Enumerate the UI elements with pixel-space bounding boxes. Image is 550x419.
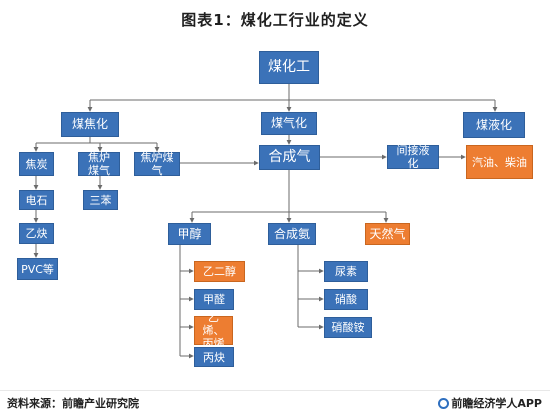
node-ethylene-glycol: 乙二醇 (194, 261, 245, 282)
node-ammonium-nitrate: 硝酸铵 (324, 317, 372, 338)
source-note: 资料来源：前瞻产业研究院 (7, 397, 139, 410)
node-nitric-acid: 硝酸 (324, 289, 368, 310)
node-gasification: 煤气化 (261, 112, 317, 135)
node-propyne: 丙炔 (194, 347, 234, 367)
node-benzene: 三苯 (83, 190, 118, 210)
node-syngas: 合成气 (259, 145, 320, 170)
node-gasoline-diesel: 汽油、柴油 (466, 145, 533, 179)
node-urea: 尿素 (324, 261, 368, 282)
footer-divider (0, 390, 550, 391)
node-coke: 焦炭 (19, 152, 54, 176)
node-calcium-carbide: 电石 (19, 190, 54, 210)
node-ethylene-propylene: 乙烯、丙烯 (194, 311, 233, 350)
node-acetylene: 乙炔 (19, 223, 54, 244)
brand-credit: 前瞻经济学人APP (438, 395, 542, 411)
node-coking: 煤焦化 (61, 112, 119, 137)
node-indirect-liquefaction: 间接液化 (387, 144, 439, 170)
chart-title: 图表1：煤化工行业的定义 (181, 11, 369, 29)
node-methanol: 甲醇 (168, 223, 211, 245)
node-synthetic-ammonia: 合成氨 (268, 223, 316, 245)
brand-logo-icon (438, 397, 450, 409)
node-pvc: PVC等 (17, 258, 58, 280)
node-natural-gas: 天然气 (365, 223, 410, 245)
node-coke-oven-gas: 焦炉煤气 (78, 151, 120, 177)
brand-name: 前瞻经济学人APP (451, 397, 542, 410)
node-coal-chemical: 煤化工 (259, 51, 319, 84)
node-coke-oven-gas-2: 焦炉煤气 (134, 151, 180, 177)
node-liquefaction: 煤液化 (463, 112, 525, 138)
node-formaldehyde: 甲醛 (194, 289, 234, 310)
